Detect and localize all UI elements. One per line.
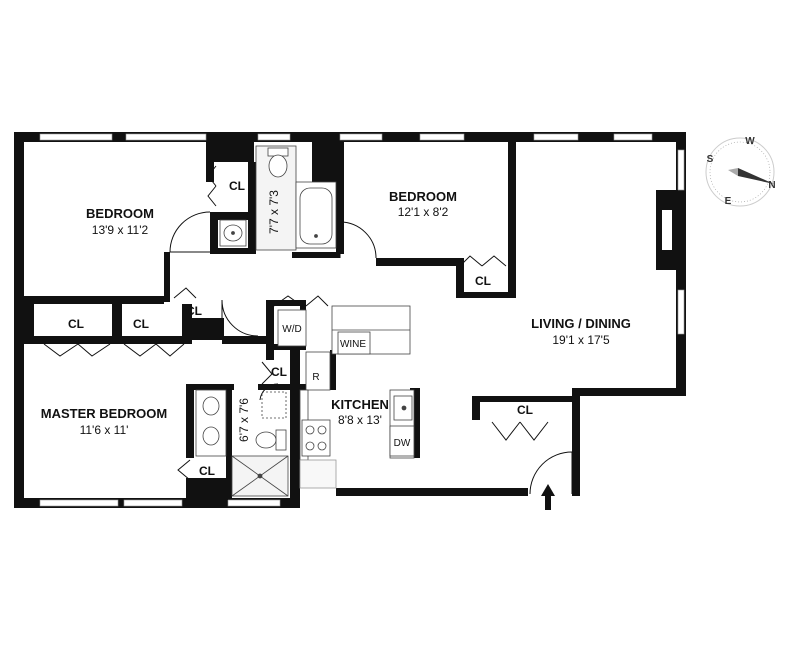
bedroom-left-dims: 13'9 x 11'2 [92, 223, 149, 237]
closet-label: CL [229, 179, 245, 193]
kitchen-dims: 8'8 x 13' [338, 413, 382, 427]
closet-label: CL [133, 317, 149, 331]
compass-w: W [745, 136, 755, 147]
closet-labels: CL CL CL CL CL CL CL CL W/D WINE R DW [68, 179, 533, 478]
bedroom-left-title: BEDROOM [86, 206, 154, 221]
compass-e: E [725, 196, 732, 207]
entry-arrow [541, 484, 555, 510]
bath-master-fixtures [195, 389, 289, 497]
bath-master-dims: 6'7 x 7'6 [237, 398, 251, 442]
closet-doors [43, 165, 549, 481]
master-dims: 11'6 x 11' [80, 423, 129, 437]
closet-label: CL [475, 274, 491, 288]
wine-label: WINE [340, 339, 366, 350]
bath-top-fixtures [219, 145, 337, 251]
closet-label: CL [68, 317, 84, 331]
compass-needle [738, 168, 774, 184]
bedroom-mid-dims: 12'1 x 8'2 [398, 205, 449, 219]
refrigerator-label: R [312, 372, 319, 383]
living-title: LIVING / DINING [531, 316, 631, 331]
closet-label: CL [186, 304, 202, 318]
closet-label: CL [271, 365, 287, 379]
bath-top-dims: 7'7 x 7'3 [267, 190, 281, 234]
dishwasher-label: DW [394, 438, 411, 449]
kitchen-fixtures [277, 305, 415, 489]
master-title: MASTER BEDROOM [41, 406, 167, 421]
closet-label: CL [517, 403, 533, 417]
closet-label: CL [199, 464, 215, 478]
compass-n: N [768, 180, 775, 191]
compass: S W E N [705, 136, 776, 207]
kitchen-title: KITCHEN [331, 397, 389, 412]
fireplace [656, 190, 678, 270]
compass-s: S [707, 154, 714, 165]
washer-dryer-label: W/D [282, 324, 301, 335]
interior-walls [24, 142, 580, 500]
room-labels: BEDROOM 13'9 x 11'2 BEDROOM 12'1 x 8'2 L… [41, 189, 631, 442]
windows [39, 133, 685, 507]
swing-doors [169, 211, 573, 495]
living-dims: 19'1 x 17'5 [552, 333, 610, 347]
bedroom-mid-title: BEDROOM [389, 189, 457, 204]
